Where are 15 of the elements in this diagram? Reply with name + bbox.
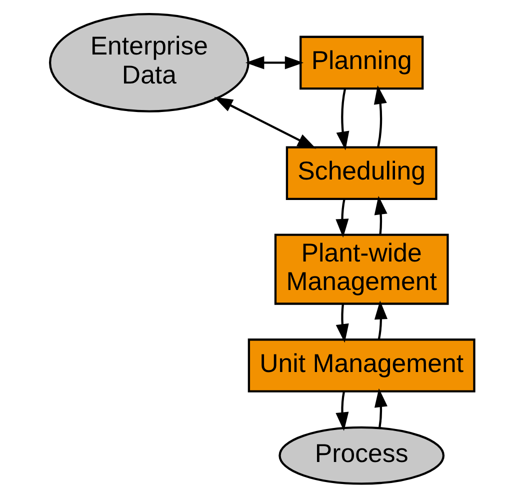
- arrow: [245, 56, 304, 70]
- node-ellipse: Process: [278, 426, 444, 485]
- arrow: [335, 304, 348, 343]
- arrow: [374, 196, 387, 234]
- arrow: [373, 85, 386, 148]
- arrow: [374, 388, 387, 428]
- arrow: [335, 391, 348, 432]
- arrow: [374, 300, 388, 340]
- arrow: [336, 88, 349, 150]
- node-box: Plant-wide Management: [274, 234, 448, 305]
- node-box: Unit Management: [247, 338, 475, 392]
- arrow: [214, 97, 316, 149]
- arrow: [335, 198, 348, 238]
- node-box: Scheduling: [285, 146, 437, 200]
- node-box: Planning: [299, 36, 424, 90]
